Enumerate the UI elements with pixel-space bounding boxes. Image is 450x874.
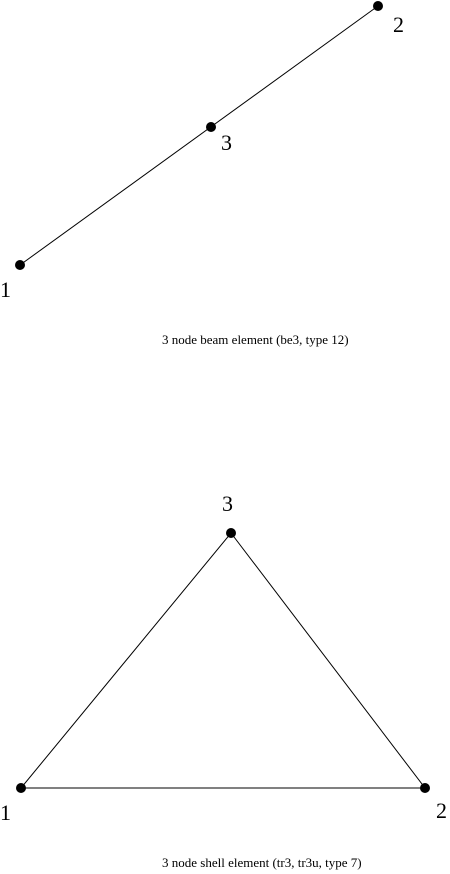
shell-element-caption: 3 node shell element (tr3, tr3u, type 7) <box>162 855 362 870</box>
beam-node-2-point <box>373 1 383 11</box>
beam-node-1-label: 1 <box>0 277 11 302</box>
shell-element-triangle <box>19 532 427 789</box>
beam-node-2-label: 2 <box>393 12 404 37</box>
shell-node-3-point <box>226 528 236 538</box>
shell-node-2-label: 2 <box>436 798 447 823</box>
beam-node-1-point <box>15 260 25 270</box>
shell-node-3-label: 3 <box>222 491 233 516</box>
beam-element-caption: 3 node beam element (be3, type 12) <box>162 332 349 347</box>
shell-element-diagram: 1 2 3 3 node shell element (tr3, tr3u, t… <box>0 491 447 870</box>
shell-node-2-point <box>420 783 430 793</box>
shell-node-1-point <box>16 783 26 793</box>
beam-element-diagram: 1 2 3 3 node beam element (be3, type 12) <box>0 1 404 347</box>
beam-element-line <box>19 5 379 266</box>
beam-node-3-point <box>206 122 216 132</box>
beam-node-3-label: 3 <box>221 130 232 155</box>
shell-node-1-label: 1 <box>0 800 11 825</box>
